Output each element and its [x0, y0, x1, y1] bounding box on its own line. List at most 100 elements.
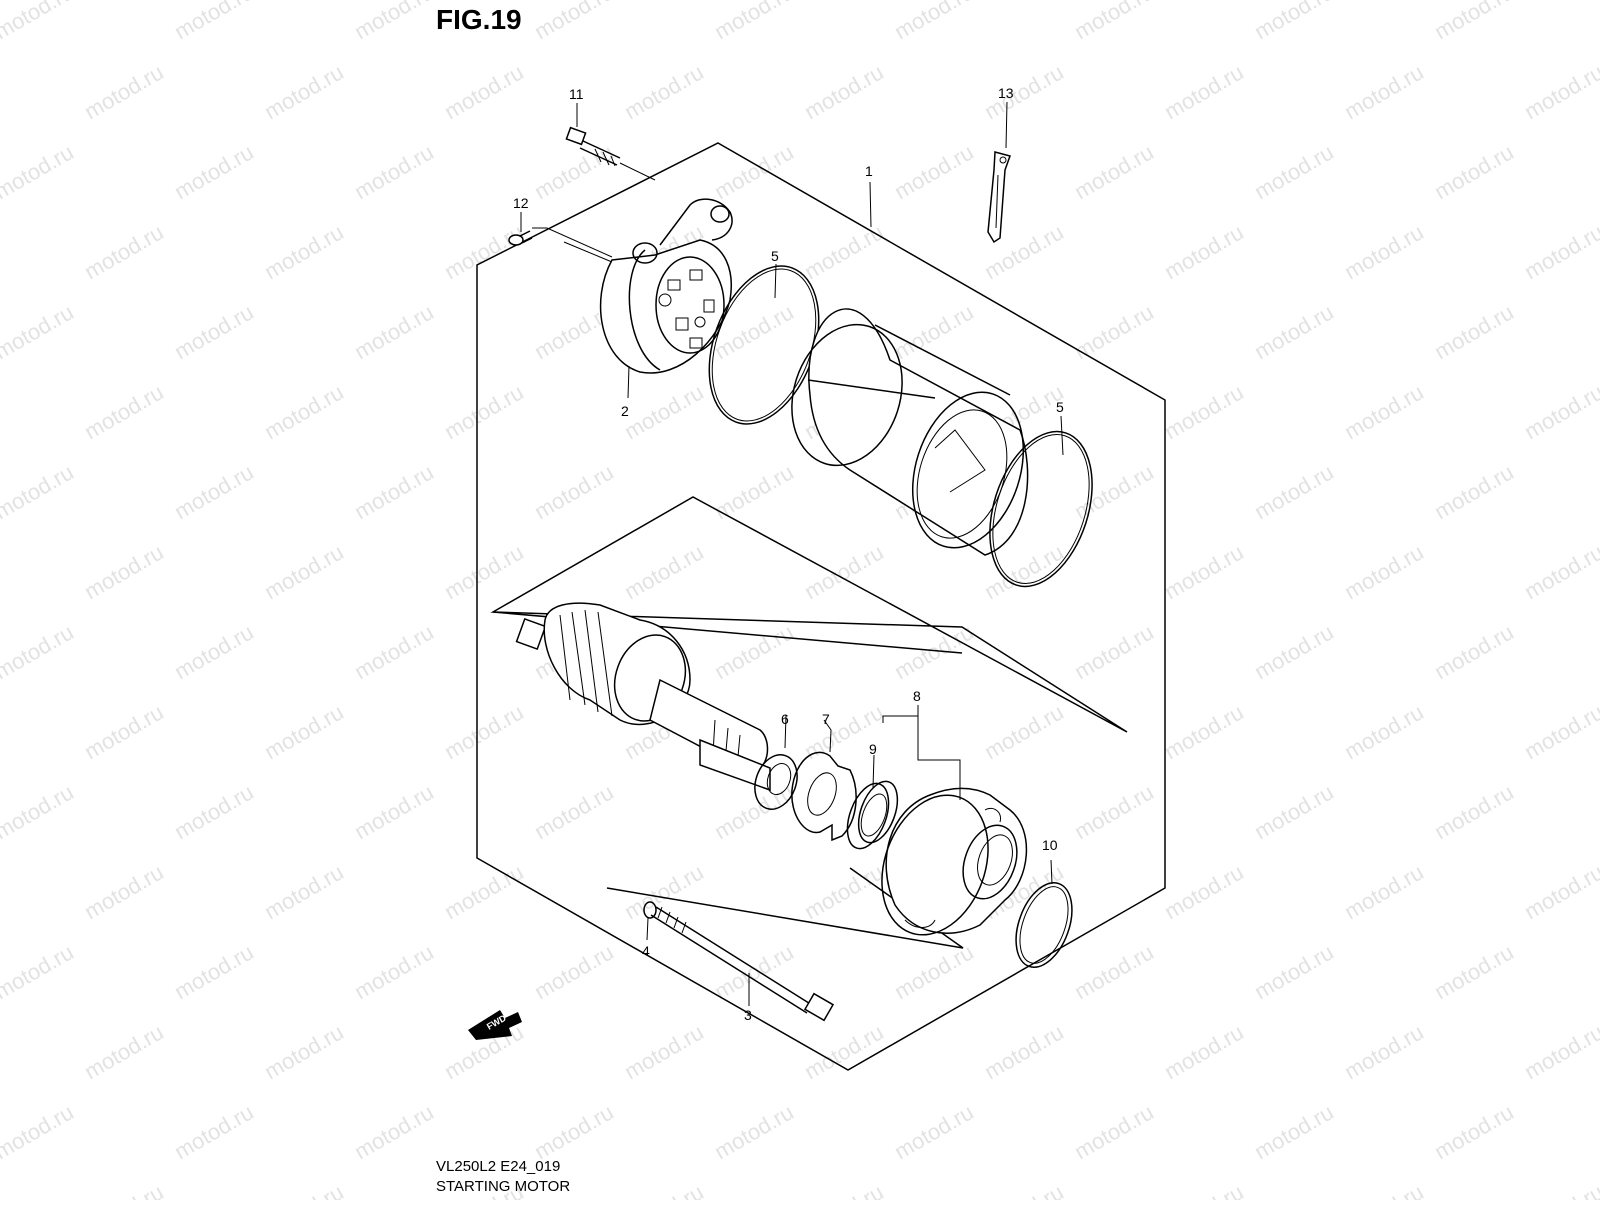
watermark-text: motod.ru	[980, 1019, 1068, 1084]
watermark-text: motod.ru	[1430, 139, 1518, 204]
watermark-text: motod.ru	[170, 299, 258, 364]
watermark-text: motod.ru	[800, 859, 888, 924]
watermark-text: motod.ru	[350, 619, 438, 684]
watermark-text: motod.ru	[170, 0, 258, 44]
watermark-text: motod.ru	[620, 379, 708, 444]
watermark-text: motod.ru	[1070, 139, 1158, 204]
watermark-text: motod.ru	[1340, 539, 1428, 604]
watermark-text: motod.ru	[170, 1099, 258, 1164]
watermark-text: motod.ru	[1070, 299, 1158, 364]
watermark-text: motod.ru	[1340, 59, 1428, 124]
watermark-text: motod.ru	[0, 459, 78, 524]
figure-code: VL250L2 E24_019	[436, 1158, 561, 1175]
watermark-text: motod.ru	[1070, 1099, 1158, 1164]
watermark-text: motod.ru	[710, 1099, 798, 1164]
watermark-text: motod.ru	[1430, 1099, 1518, 1164]
watermark-text: motod.ru	[260, 539, 348, 604]
callout-4: 4	[642, 943, 650, 959]
watermark-text: motod.ru	[1160, 219, 1248, 284]
watermark-text: motod.ru	[1430, 779, 1518, 844]
watermark-text: motod.ru	[1430, 939, 1518, 1004]
watermark-text: motod.ru	[1520, 219, 1600, 284]
watermark-text: motod.ru	[620, 1019, 708, 1084]
watermark-text: motod.ru	[1070, 619, 1158, 684]
small-screw-part[interactable]	[508, 230, 533, 246]
callout-5-bottom: 5	[1056, 399, 1064, 415]
watermark-text: motod.ru	[0, 299, 78, 364]
watermark-text: motod.ru	[350, 299, 438, 364]
watermark-text: motod.ru	[890, 139, 978, 204]
watermark-text: motod.ru	[530, 139, 618, 204]
watermark-text: motod.ru	[260, 219, 348, 284]
watermark-text: motod.ru	[1340, 1019, 1428, 1084]
callout-6: 6	[781, 711, 789, 727]
lock-washer-part[interactable]	[791, 751, 857, 842]
watermark-text: motod.ru	[1250, 299, 1338, 364]
watermark-text: motod.ru	[440, 699, 528, 764]
watermark-text: motod.ru	[0, 1099, 78, 1164]
watermark-text: motod.ru	[440, 859, 528, 924]
watermark-text: motod.ru	[260, 859, 348, 924]
watermark-text: motod.ru	[0, 0, 78, 44]
watermark-text: motod.ru	[1430, 299, 1518, 364]
end-housing-outline	[606, 867, 964, 949]
end-housing-part[interactable]	[863, 780, 1028, 950]
watermark-text: motod.ru	[530, 939, 618, 1004]
watermark-text: motod.ru	[800, 59, 888, 124]
watermark-text: motod.ru	[0, 939, 78, 1004]
mount-o-ring-part[interactable]	[1005, 875, 1082, 975]
watermark-text: motod.ru	[440, 219, 528, 284]
watermark-text: motod.ru	[980, 59, 1068, 124]
yoke-o-ring-bottom-part[interactable]	[972, 418, 1111, 599]
watermark-text: motod.ru	[260, 699, 348, 764]
watermark-text: motod.ru	[170, 939, 258, 1004]
watermark-text: motod.ru	[530, 0, 618, 44]
watermark-text: motod.ru	[890, 299, 978, 364]
brush-holder-cover-part[interactable]	[599, 198, 733, 374]
watermark-text: motod.ru	[980, 1179, 1068, 1200]
watermark-text: motod.ru	[170, 619, 258, 684]
callout-9: 9	[869, 741, 877, 757]
watermark-text: motod.ru	[1070, 779, 1158, 844]
watermark-text: motod.ru	[1340, 219, 1428, 284]
watermark-text: motod.ru	[1520, 539, 1600, 604]
callout-12: 12	[513, 195, 529, 211]
flange-bolt-part[interactable]	[565, 126, 621, 167]
oil-seal-part[interactable]	[839, 776, 904, 854]
watermark-text: motod.ru	[710, 459, 798, 524]
watermark-text: motod.ru	[260, 379, 348, 444]
bolt-o-ring-part[interactable]	[643, 901, 657, 919]
watermark-text: motod.ru	[80, 219, 168, 284]
watermark-text: motod.ru	[1250, 619, 1338, 684]
watermark-text: motod.ru	[350, 0, 438, 44]
watermark-text: motod.ru	[1430, 0, 1518, 44]
watermark-text: motod.ru	[170, 139, 258, 204]
watermark-text: motod.ru	[1160, 699, 1248, 764]
watermark-text: motod.ru	[1160, 59, 1248, 124]
callout-10: 10	[1042, 837, 1058, 853]
watermark-text: motod.ru	[1070, 459, 1158, 524]
housing-bolt-part[interactable]	[650, 906, 835, 1022]
ground-lead-bracket-part[interactable]	[987, 151, 1011, 244]
motor-yoke-part[interactable]	[774, 308, 1042, 562]
watermark-text: motod.ru	[710, 779, 798, 844]
watermark-text: motod.ru	[620, 1179, 708, 1200]
assembly-outline	[476, 142, 1166, 1071]
watermark-text: motod.ru	[1520, 1179, 1600, 1200]
watermark-text: motod.ru	[980, 699, 1068, 764]
armature-part[interactable]	[515, 602, 771, 792]
watermark-text: motod.ru	[890, 0, 978, 44]
watermark-text: motod.ru	[260, 59, 348, 124]
watermark-text: motod.ru	[620, 539, 708, 604]
watermark-text: motod.ru	[1520, 859, 1600, 924]
watermark-text: motod.ru	[1160, 379, 1248, 444]
watermark-text: motod.ru	[890, 939, 978, 1004]
watermark-text: motod.ru	[1250, 459, 1338, 524]
watermark-text: motod.ru	[1520, 699, 1600, 764]
watermark-text: motod.ru	[1250, 139, 1338, 204]
callout-8: 8	[913, 688, 921, 704]
thrust-washer-part[interactable]	[748, 749, 805, 815]
